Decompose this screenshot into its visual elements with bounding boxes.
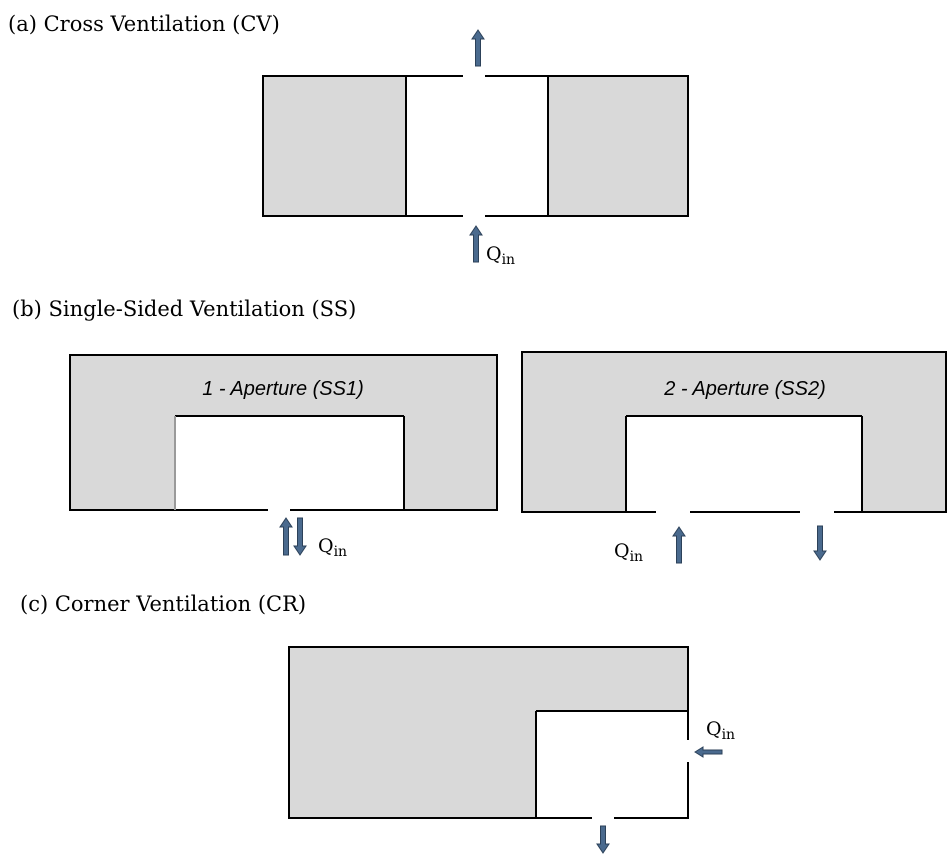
left-arrow-icon <box>694 746 723 758</box>
ss1-room <box>69 354 498 514</box>
down-arrow-icon <box>813 525 827 561</box>
down-arrow-icon <box>293 517 307 556</box>
ss-heading: (b) Single-Sided Ventilation (SS) <box>12 297 356 321</box>
ss1-title: 1 - Aperture (SS1) <box>202 378 364 400</box>
flow-label-qin: Qin <box>486 243 515 268</box>
down-arrow-icon <box>596 825 610 854</box>
ss2-room <box>521 351 947 516</box>
cr-room <box>288 646 692 822</box>
up-arrow-icon <box>469 225 483 263</box>
up-arrow-icon <box>672 526 686 564</box>
cv-room <box>262 72 689 220</box>
up-arrow-icon <box>279 517 293 556</box>
cr-heading: (c) Corner Ventilation (CR) <box>20 592 306 616</box>
flow-label-qin: Qin <box>614 540 643 565</box>
flow-label-qin: Qin <box>706 718 735 743</box>
up-arrow-icon <box>471 29 485 67</box>
flow-label-qin: Qin <box>318 535 347 560</box>
cv-heading: (a) Cross Ventilation (CV) <box>8 12 280 36</box>
ss2-title: 2 - Aperture (SS2) <box>663 378 826 400</box>
